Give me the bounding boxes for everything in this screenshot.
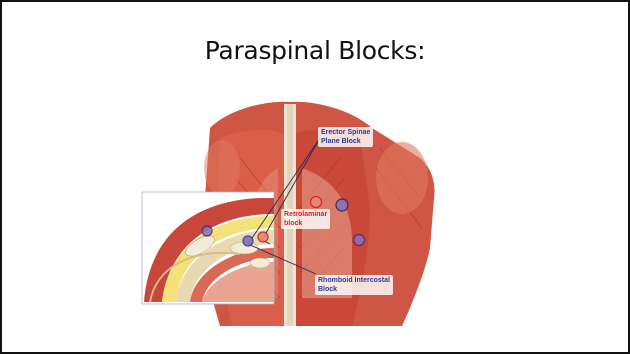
marker-retrolaminar — [311, 197, 322, 208]
marker-rhomboid-inset — [202, 226, 212, 236]
marker-erector-spinae — [336, 199, 348, 211]
label-retrolaminar-block: Retrolaminar block — [281, 209, 330, 229]
label-rhomboid-intercostal-block: Rhomboid Intercostal Block — [315, 275, 393, 295]
marker-retrolaminar-inset — [258, 232, 268, 242]
marker-esp-inset — [243, 236, 253, 246]
cross-section-inset — [142, 192, 274, 304]
label-erector-spinae-plane-block: Erector Spinae Plane Block — [318, 127, 373, 147]
slide-title: Paraspinal Blocks: — [2, 36, 628, 65]
marker-rhomboid-intercostal — [354, 235, 365, 246]
